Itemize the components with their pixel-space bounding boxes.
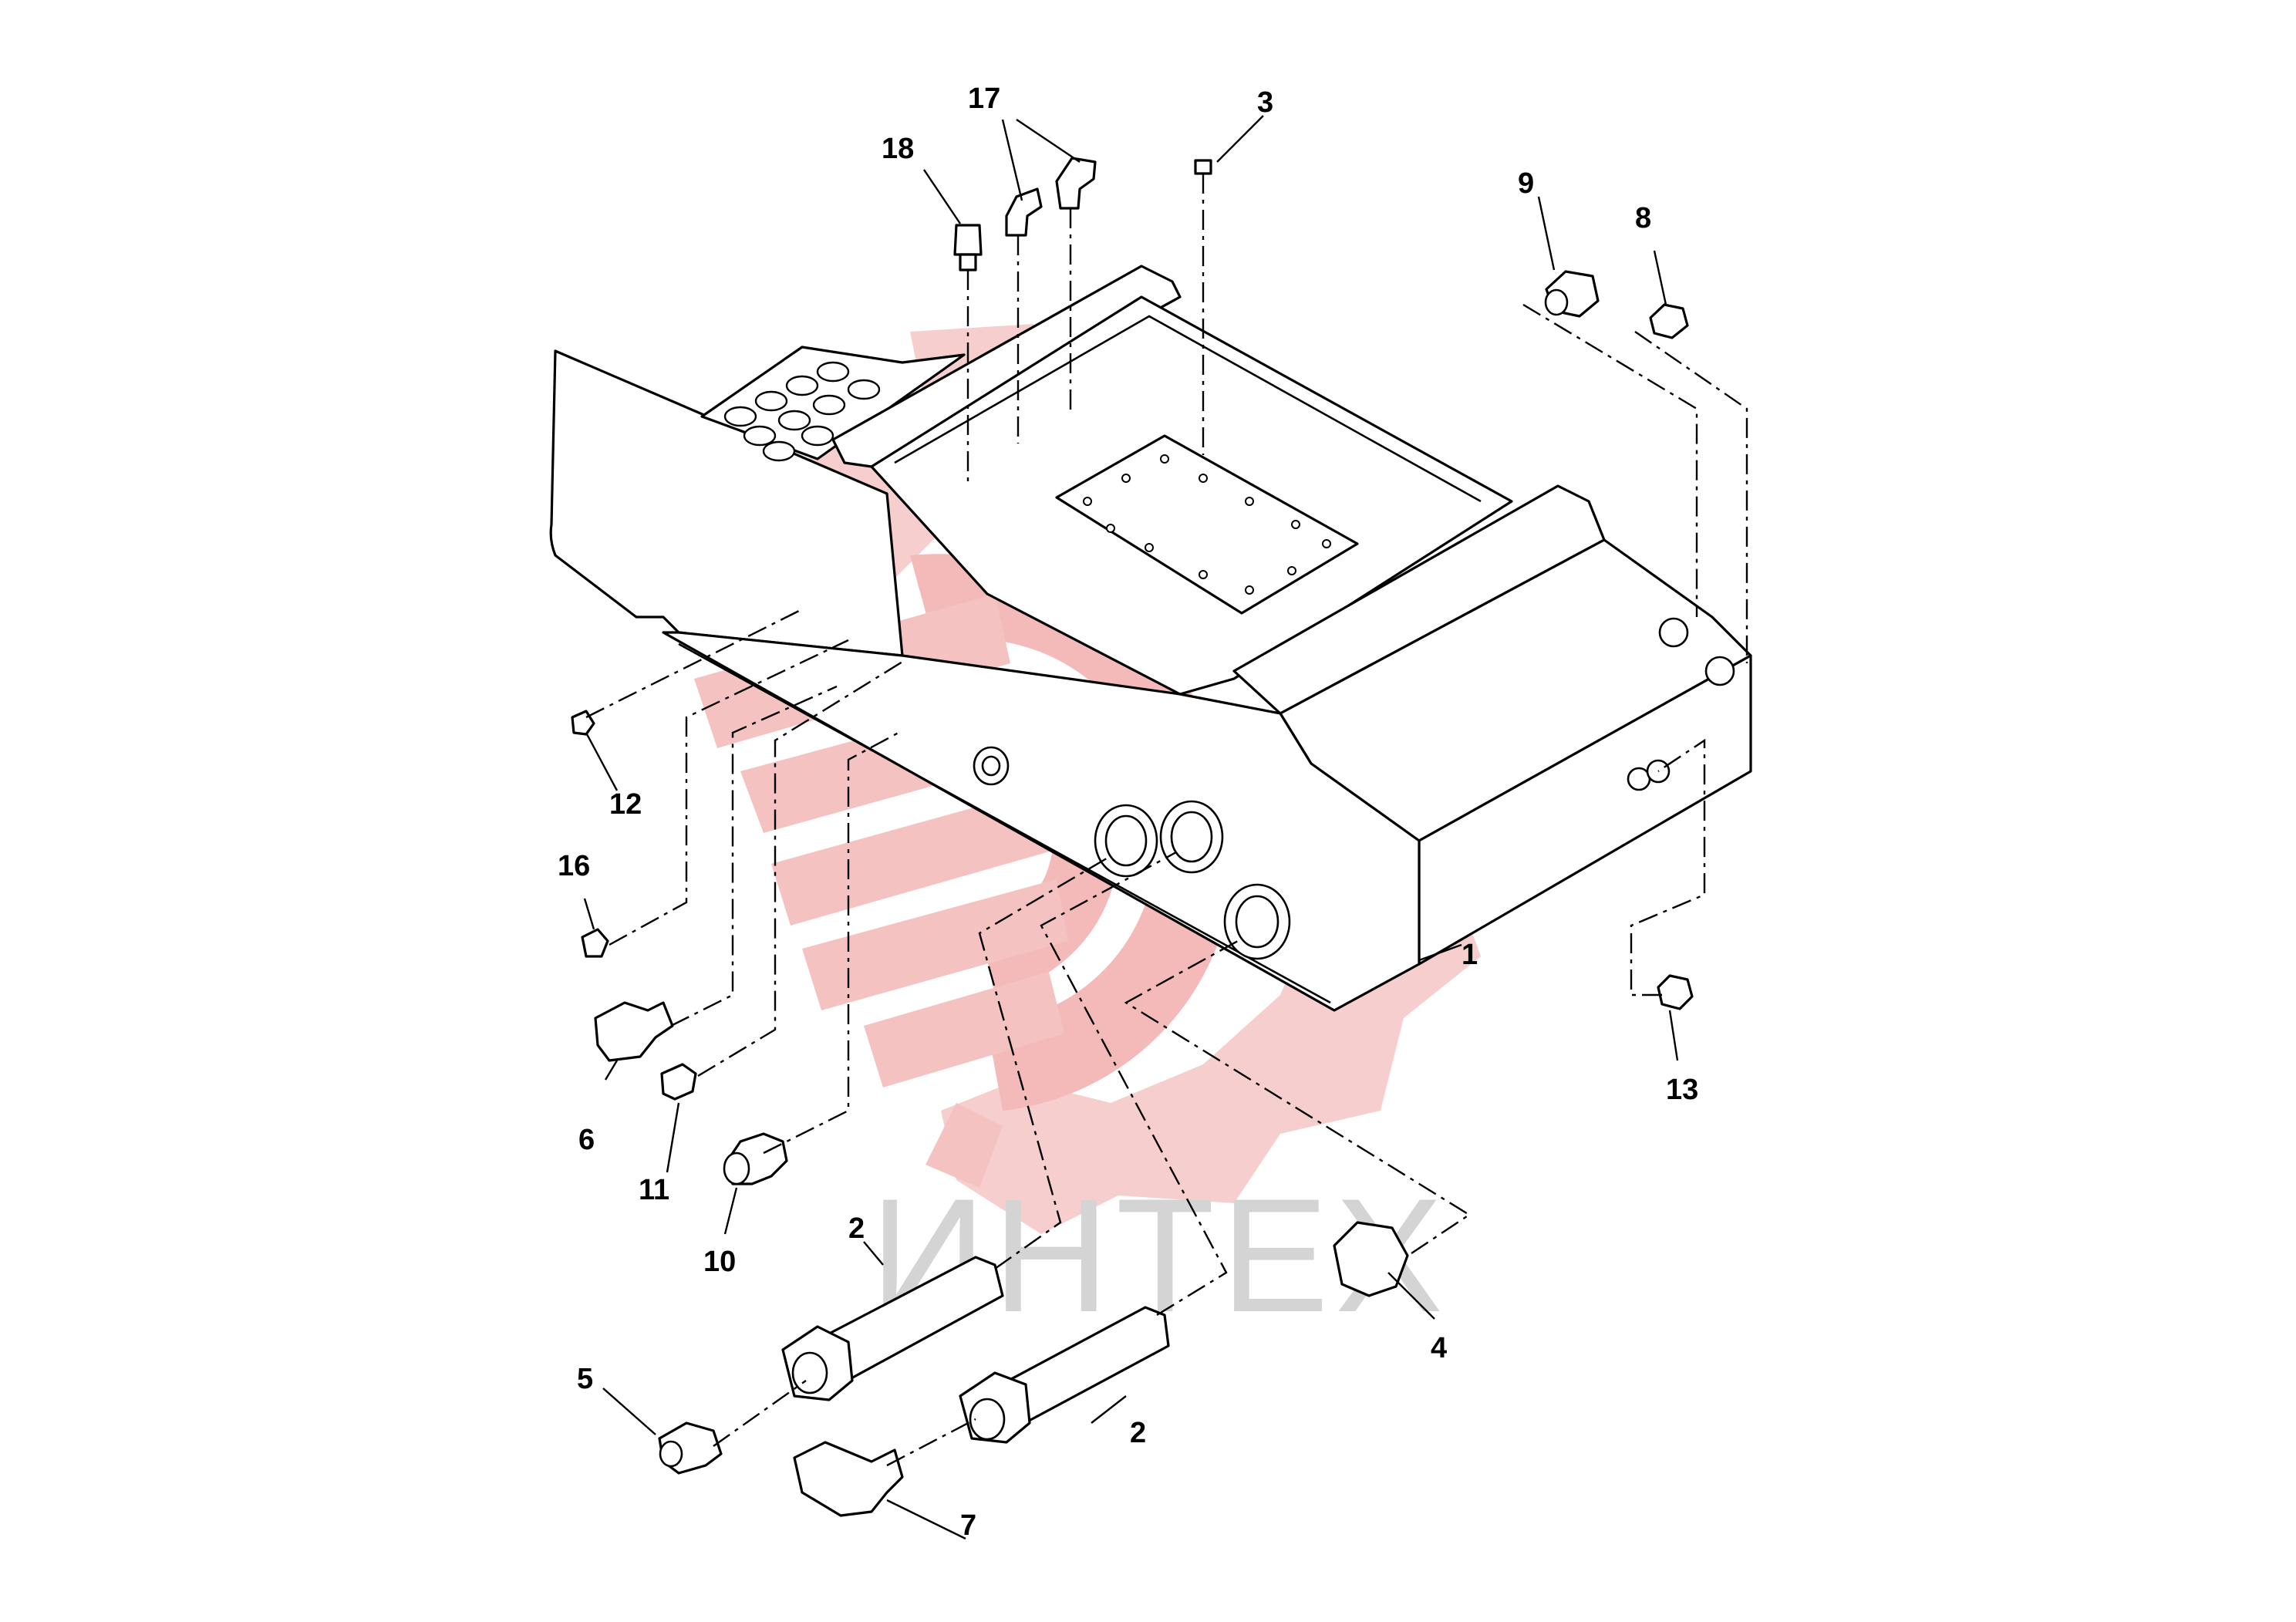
- screw-3: [1194, 159, 1212, 175]
- callout-2-upper: 2: [848, 1212, 865, 1245]
- elbow-7: [793, 1441, 904, 1517]
- callout-18: 18: [882, 133, 914, 165]
- callout-8: 8: [1635, 202, 1651, 234]
- pipe-2-right: [959, 1306, 1170, 1444]
- callout-13: 13: [1666, 1074, 1698, 1106]
- pipe-2-left: [781, 1256, 1004, 1401]
- callout-16: 16: [558, 850, 590, 882]
- plug-4: [1333, 1221, 1409, 1297]
- plug-9: [1544, 270, 1600, 318]
- main-body-assembly: [549, 265, 1752, 1012]
- fitting-17-left: [1005, 187, 1043, 237]
- fitting-5: [658, 1421, 723, 1475]
- callout-17: 17: [968, 83, 1000, 115]
- plug-16: [581, 928, 609, 958]
- callout-7: 7: [960, 1509, 976, 1542]
- callout-2-lower: 2: [1130, 1417, 1146, 1449]
- callout-3: 3: [1257, 86, 1273, 119]
- fitting-10: [723, 1132, 788, 1185]
- callout-5: 5: [577, 1363, 593, 1395]
- callout-labels: 1 2 2 3 4 5 6 7 8 9 10 11 12 13 16 17 18: [558, 83, 1698, 1542]
- callout-6: 6: [578, 1124, 595, 1156]
- fitting-18: [953, 224, 983, 271]
- plug-13: [1657, 974, 1694, 1010]
- callout-12: 12: [609, 788, 642, 821]
- callout-1: 1: [1462, 939, 1478, 971]
- fitting-17-right: [1055, 157, 1097, 210]
- callout-leaders: [583, 115, 1679, 1540]
- fitting-6: [594, 1001, 674, 1062]
- assembly-phantom-lines: [585, 174, 1748, 1467]
- fitting-11: [660, 1063, 697, 1101]
- callout-10: 10: [703, 1246, 736, 1278]
- callout-9: 9: [1518, 167, 1534, 200]
- callout-11: 11: [639, 1174, 669, 1206]
- plug-8: [1649, 303, 1689, 339]
- callout-4: 4: [1431, 1332, 1447, 1364]
